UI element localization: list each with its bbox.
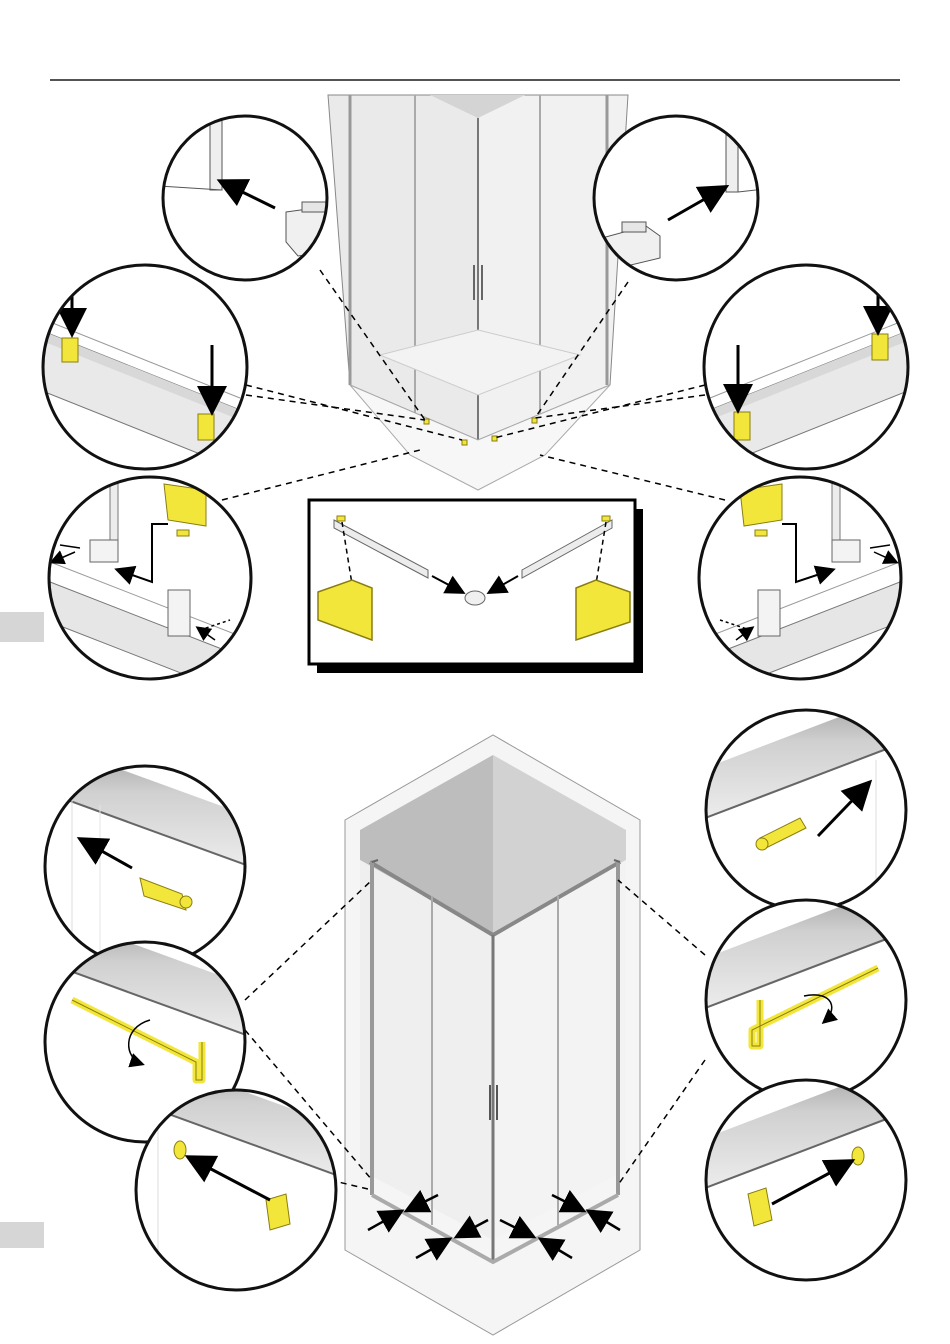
shower-enclosure-bottom (345, 735, 640, 1335)
detail-circle-screw-right-top (700, 690, 910, 920)
detail-circle-guide-left (45, 477, 251, 700)
detail-circle-bracket-left (160, 100, 342, 280)
detail-circle-profile-right (704, 265, 910, 470)
detail-circle-handle-right (700, 880, 910, 1100)
corner-joint-inset (309, 500, 643, 673)
shower-enclosure-top (328, 95, 628, 490)
detail-circle-guide-right (699, 477, 905, 700)
top-assembly-panel (40, 95, 910, 700)
detail-circle-plug-right (700, 1060, 910, 1280)
bottom-assembly-panel (40, 690, 910, 1335)
detail-circle-profile-left (40, 265, 247, 470)
